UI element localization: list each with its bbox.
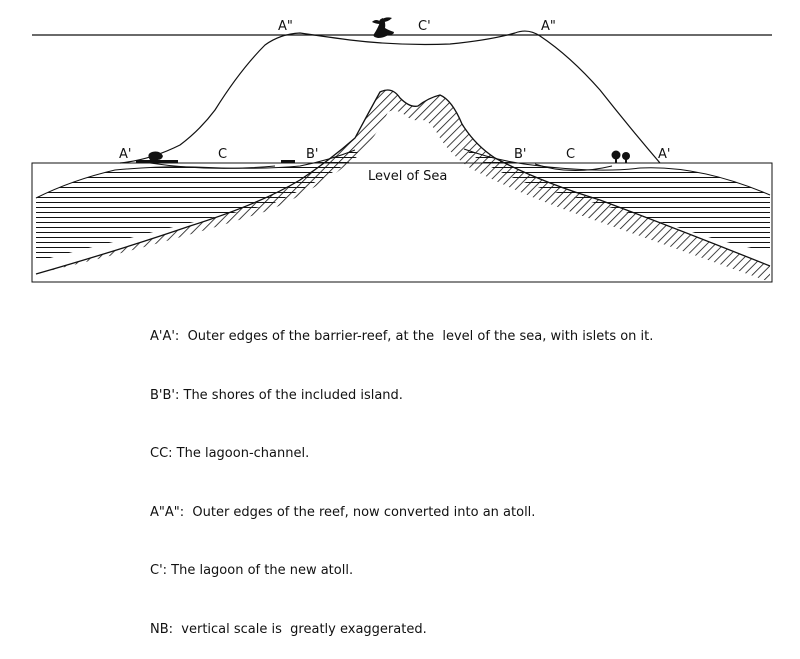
left-islet-tree-icon: [148, 151, 163, 163]
right-lagoon-channel: [534, 163, 613, 172]
legend-item: NB: vertical scale is greatly exaggerate…: [150, 621, 427, 637]
island-outline: [35, 89, 771, 275]
right-islet-tree-icon: [611, 150, 630, 163]
label-a2-left: A": [278, 19, 293, 34]
atoll-cross-section-diagram: A" C' A" A' C B' B' C A' Level of Sea: [31, 17, 773, 283]
left-reef-outline: [35, 149, 356, 199]
label-c-prime: C': [418, 19, 431, 34]
right-reef-outline: [463, 148, 771, 196]
atoll-palm-tree-icon: [372, 17, 394, 38]
left-reef-deposit: [36, 150, 360, 262]
label-a1-right: A': [658, 147, 670, 162]
legend-item: C': The lagoon of the new atoll.: [150, 563, 354, 578]
atoll-reef-profile: [119, 30, 661, 164]
legend-item: A"A": Outer edges of the reef, now conve…: [150, 504, 536, 520]
label-c-right: C: [566, 147, 575, 162]
label-c-left: C: [218, 147, 227, 162]
legend-item: B'B': The shores of the included island.: [150, 387, 403, 403]
label-b1-right: B': [514, 147, 527, 162]
left-lagoon-channel: [149, 162, 276, 169]
legend-item: A'A': Outer edges of the barrier-reef, a…: [150, 329, 654, 344]
label-a2-right: A": [541, 19, 556, 34]
label-b1-left: B': [306, 147, 319, 162]
label-sea-level: Level of Sea: [368, 169, 447, 184]
sea-level-frame: [31, 162, 773, 283]
label-a1-left: A': [119, 147, 131, 162]
legend: A'A': Outer edges of the barrier-reef, a…: [150, 288, 653, 659]
legend-item: CC: The lagoon-channel.: [150, 446, 310, 461]
right-reef-deposit: [464, 149, 770, 252]
